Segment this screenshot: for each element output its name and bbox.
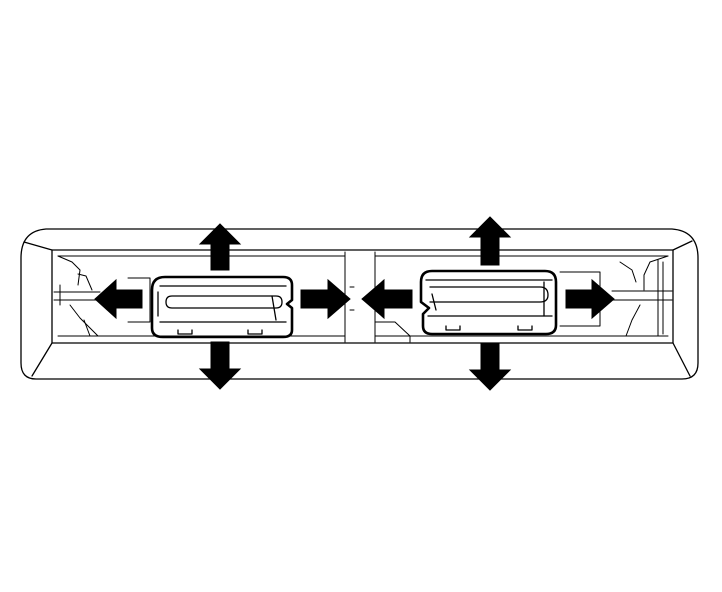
bezel-bevel-lines: [23, 240, 693, 377]
left-tab-right-arrow: [300, 278, 351, 320]
right-tab-right-arrow: [565, 278, 615, 320]
arrows: [94, 216, 615, 391]
left-tab-up-arrow: [198, 223, 242, 271]
outer-bezel: [20, 228, 699, 380]
left-tab: [150, 275, 294, 339]
left-tab-down-arrow: [198, 341, 242, 390]
right-tab-down-arrow: [468, 342, 512, 391]
right-tab-up-arrow: [468, 216, 512, 266]
left-tab-left-arrow: [94, 278, 143, 320]
right-tab: [419, 269, 558, 336]
right-tab-left-arrow: [361, 278, 413, 320]
